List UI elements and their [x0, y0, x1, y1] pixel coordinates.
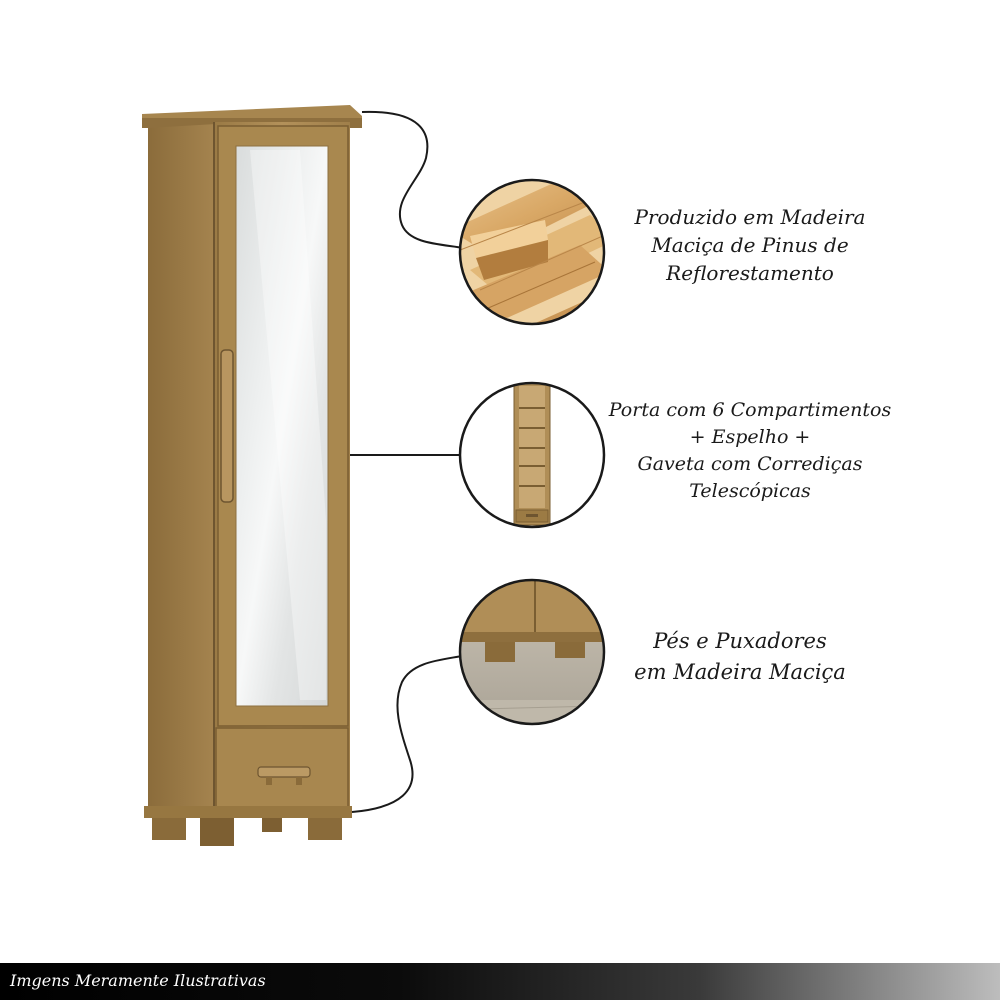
connector-line-top	[361, 110, 465, 249]
connector-line-bottom	[351, 655, 463, 813]
drawer-handle	[257, 766, 311, 778]
wood-planks-icon	[458, 178, 606, 326]
feature-line: Reflorestamento	[666, 261, 834, 285]
door-shelves-icon	[458, 381, 606, 529]
foot	[308, 818, 342, 840]
foot	[200, 818, 234, 846]
feature-line: Porta com 6 Compartimentos	[608, 399, 892, 421]
wardrobe-side	[148, 124, 216, 812]
foot	[152, 818, 186, 840]
feature-line: Produzido em Madeira	[634, 205, 866, 229]
feature-line: Telescópicas	[689, 480, 811, 502]
disclaimer-text: Imgens Meramente Ilustrativas	[10, 971, 266, 990]
wooden-feet-icon	[458, 578, 606, 726]
feature-text-wood: Produzido em Madeira Maciça de Pinus de …	[610, 203, 890, 287]
wardrobe-base	[144, 806, 352, 818]
mirror	[235, 145, 329, 707]
feature-line: em Madeira Maciça	[634, 660, 846, 684]
feature-line: Gaveta com Corrediças	[637, 453, 863, 475]
feature-text-feet: Pés e Puxadores em Madeira Maciça	[610, 626, 870, 688]
door-handle	[220, 349, 234, 503]
feature-line: Pés e Puxadores	[653, 629, 827, 653]
foot	[262, 818, 282, 832]
feature-text-door: Porta com 6 Compartimentos + Espelho + G…	[600, 397, 900, 505]
feature-line: + Espelho +	[689, 426, 811, 448]
feature-line: Maciça de Pinus de	[651, 233, 849, 257]
footer-bar: Imgens Meramente Ilustrativas	[0, 963, 1000, 1000]
wardrobe	[142, 105, 362, 846]
